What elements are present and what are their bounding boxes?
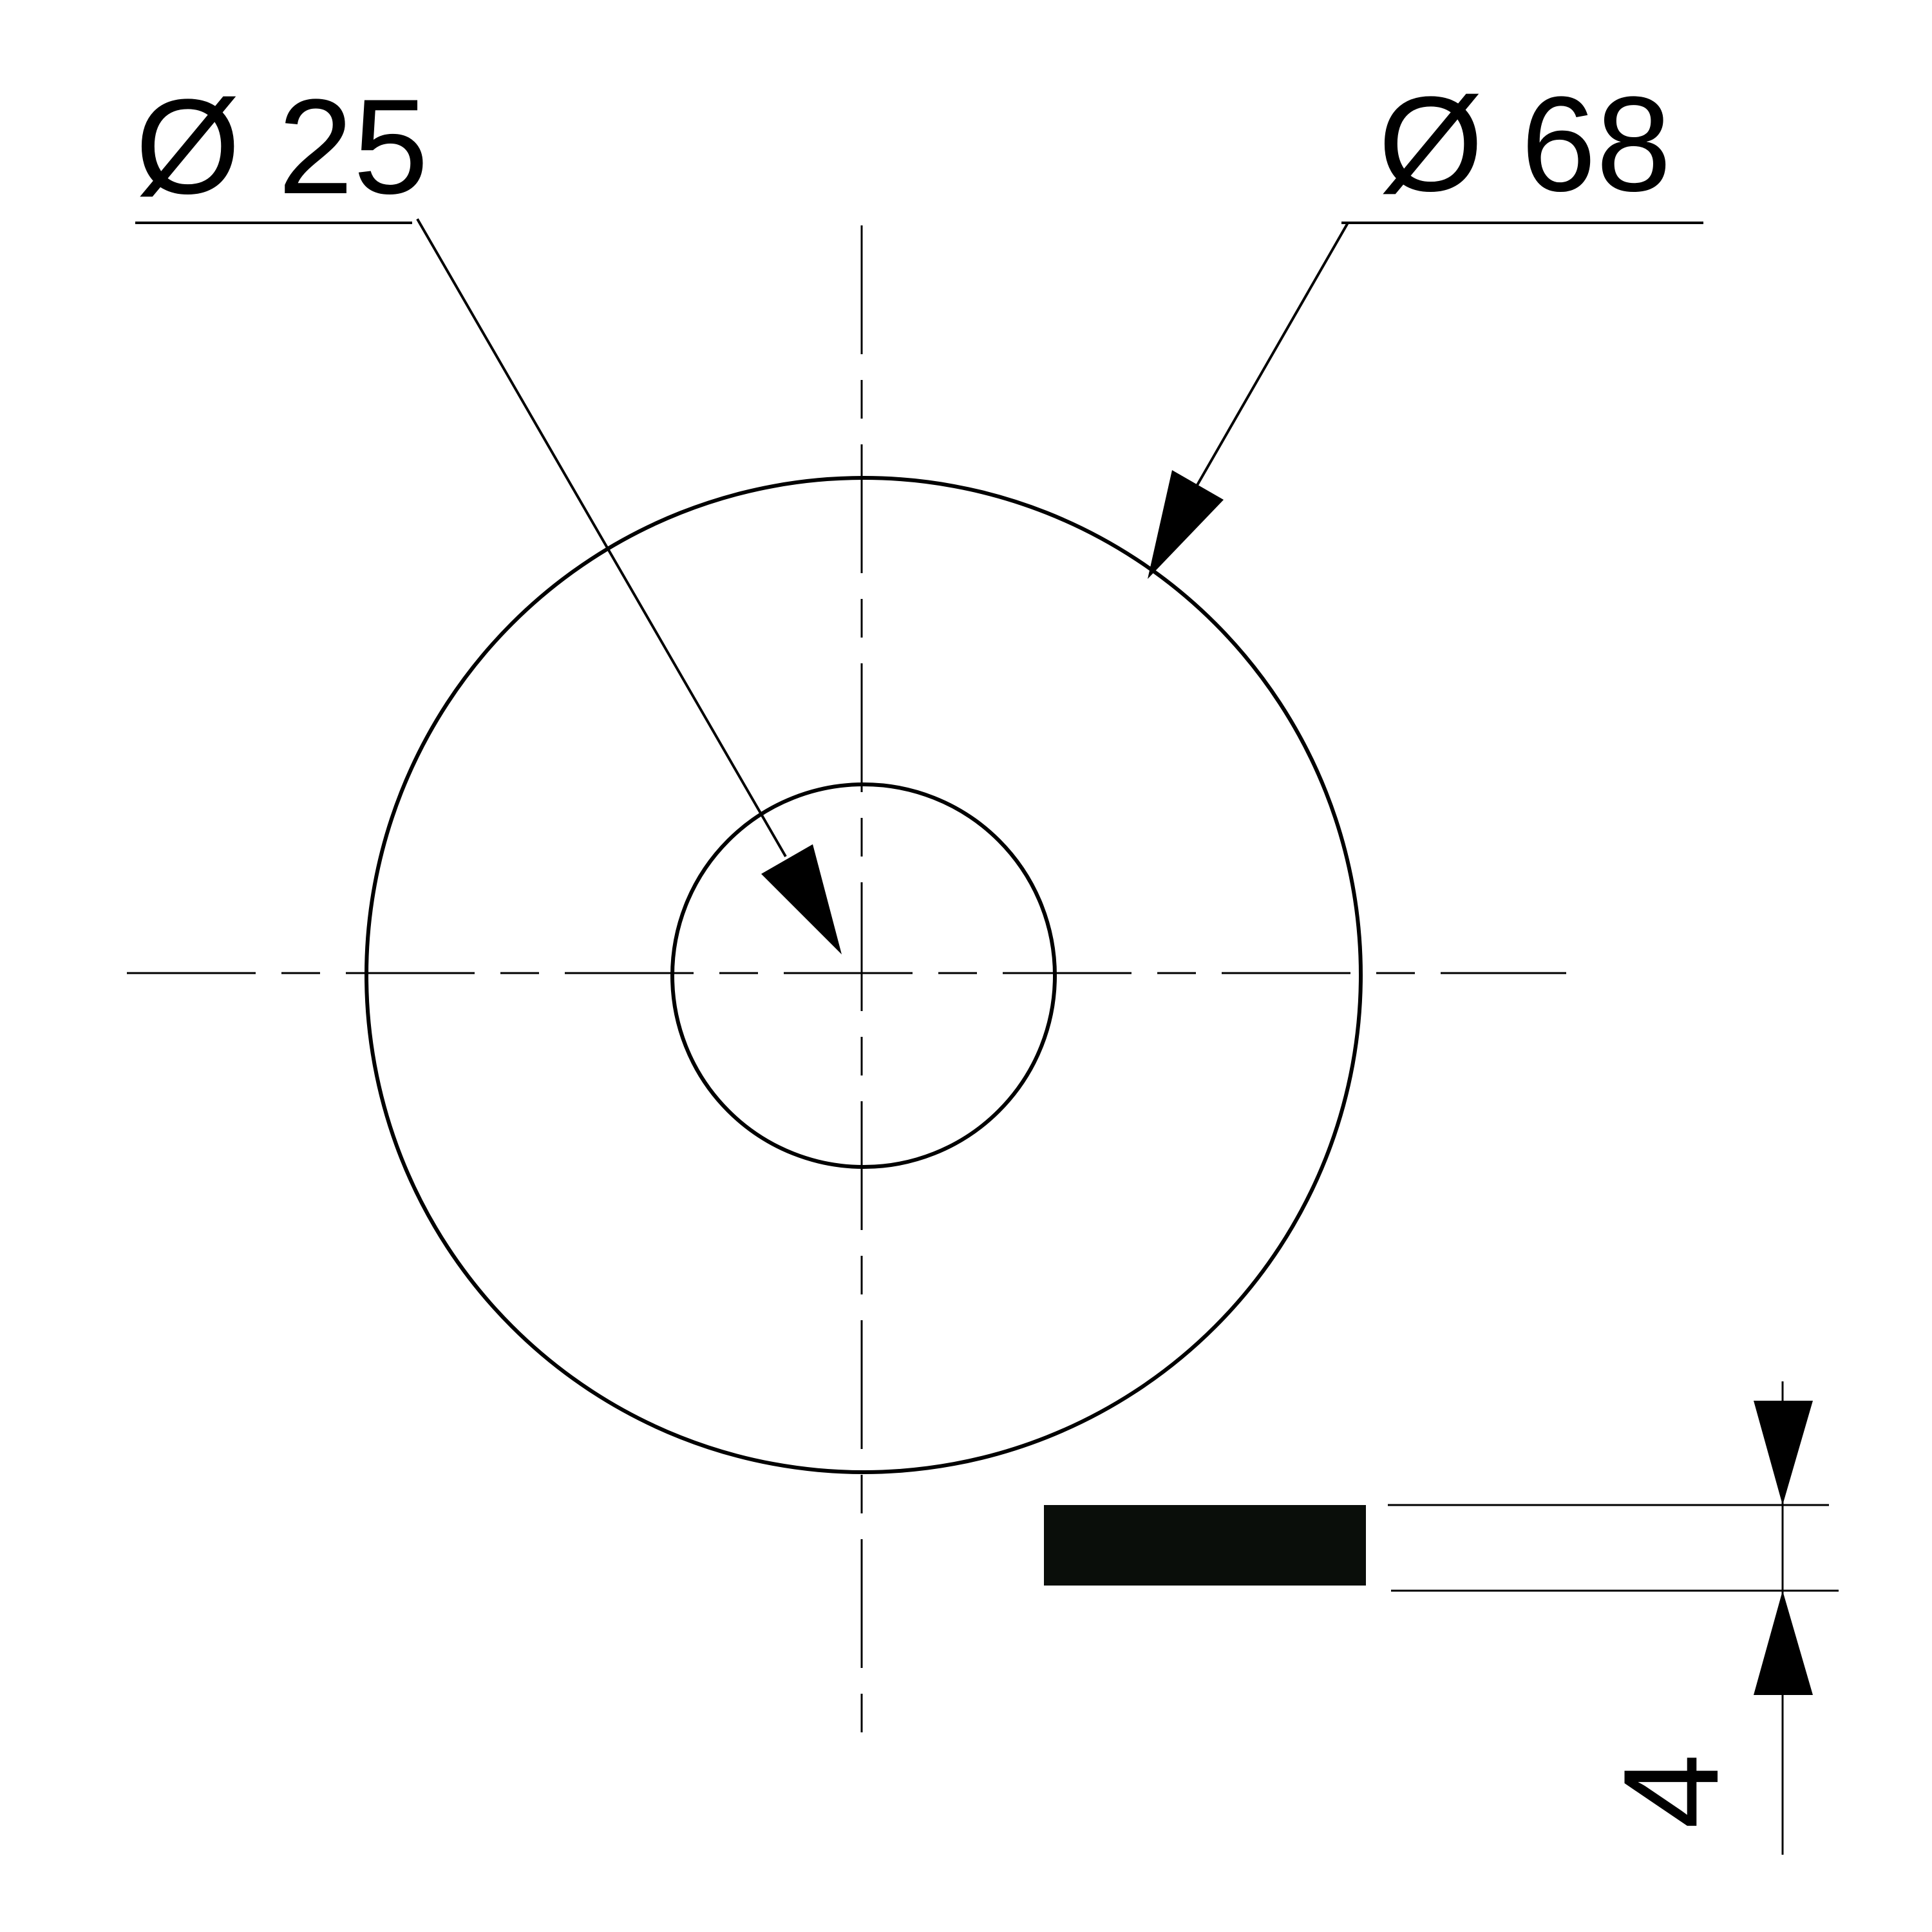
- inner-diameter-callout: Ø 25: [135, 71, 842, 954]
- inner-circle: [670, 782, 1057, 1169]
- thickness-label: 4: [1595, 1754, 1747, 1829]
- outer-diameter-arrowhead: [1148, 470, 1224, 579]
- thickness-arrowhead-bottom: [1754, 1591, 1813, 1695]
- washer-side-view: [1044, 1505, 1366, 1586]
- outer-diameter-label: Ø 68: [1378, 68, 1671, 220]
- outer-diameter-leader-line: [1195, 222, 1349, 487]
- outer-diameter-callout: Ø 68: [1148, 68, 1703, 579]
- thickness-arrowhead-top: [1754, 1401, 1813, 1505]
- inner-diameter-label: Ø 25: [135, 71, 428, 222]
- inner-diameter-leader-line: [416, 218, 787, 858]
- thickness-dimension: 4: [1388, 1381, 1839, 1855]
- inner-diameter-arrowhead: [761, 844, 842, 954]
- outer-circle: [365, 476, 1363, 1474]
